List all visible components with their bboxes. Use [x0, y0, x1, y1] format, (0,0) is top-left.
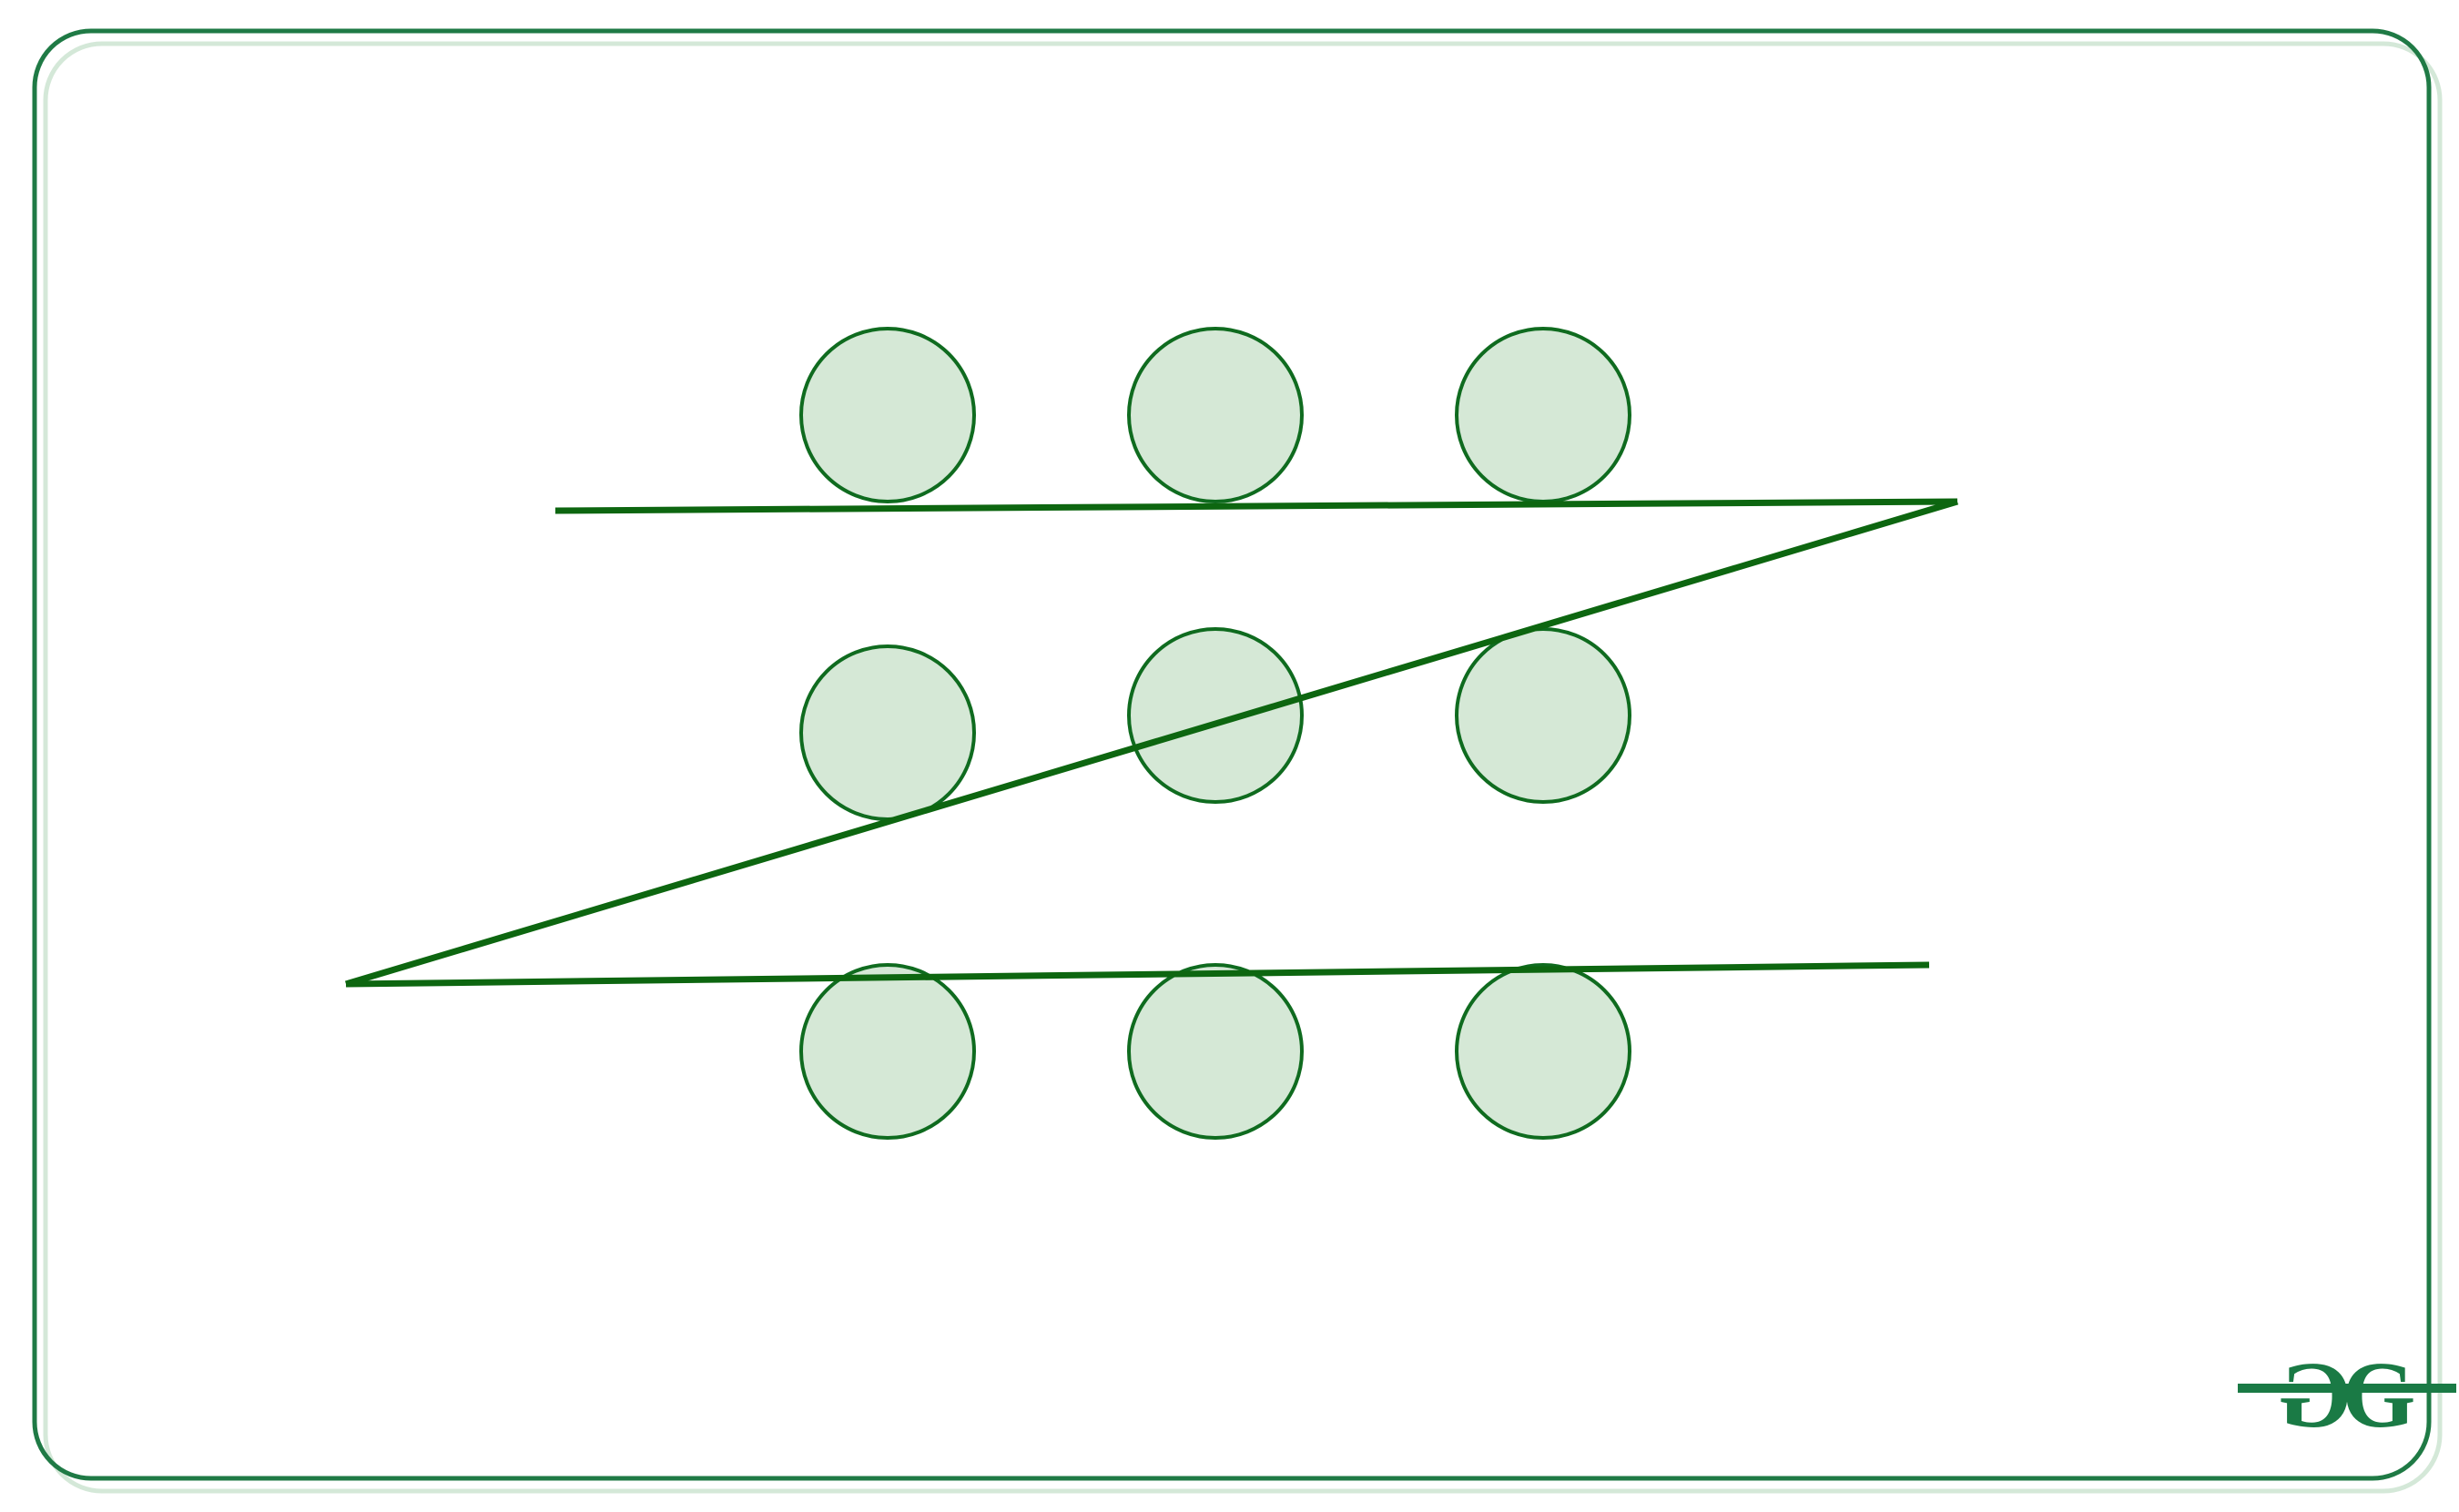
grid-circle-r1-c2 — [1127, 327, 1304, 503]
circle-grid — [799, 327, 1631, 1140]
svg-text:G: G — [2279, 1343, 2352, 1447]
grid-circle-r1-c1 — [799, 327, 976, 503]
grid-circle-r2-c2 — [1127, 627, 1304, 804]
path-segment-diagonal — [344, 498, 1959, 988]
grid-circle-r2-c1 — [799, 644, 976, 821]
grid-circle-r3-c1 — [799, 963, 976, 1140]
path-segment-top — [554, 498, 1958, 514]
grid-circle-r2-c3 — [1455, 627, 1631, 804]
grid-circle-r3-c3 — [1455, 963, 1631, 1140]
gfg-logo-icon: G G — [2238, 1343, 2456, 1447]
path-segment-bottom — [345, 961, 1930, 988]
svg-text:G: G — [2342, 1343, 2416, 1447]
diagram-frame — [32, 28, 2432, 1481]
frame-shadow — [43, 41, 2443, 1494]
grid-circle-r3-c2 — [1127, 963, 1304, 1140]
zigzag-path — [344, 498, 1959, 988]
grid-circle-r1-c3 — [1455, 327, 1631, 503]
